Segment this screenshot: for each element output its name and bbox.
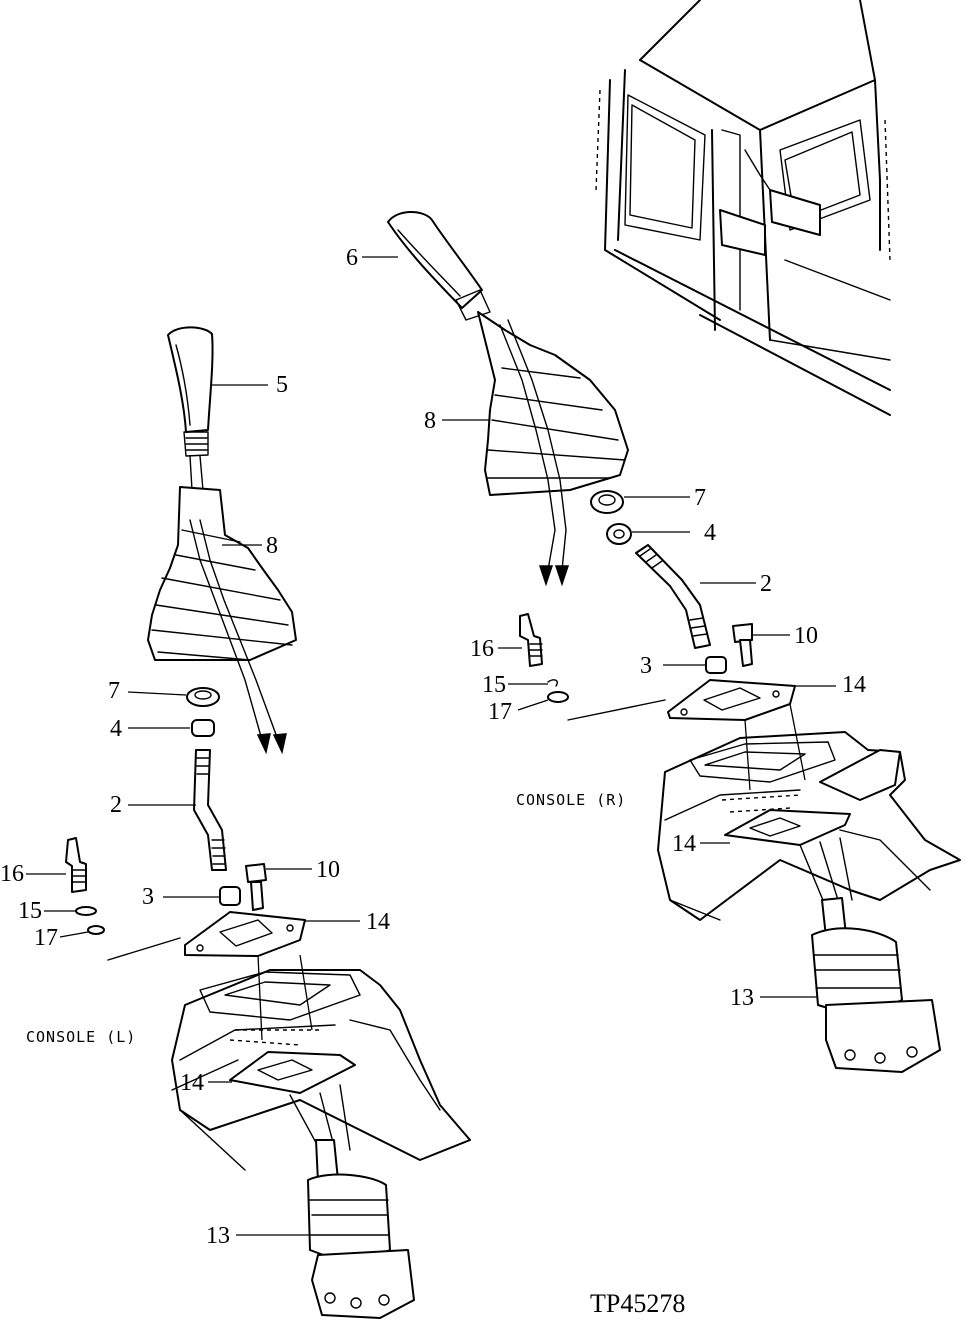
callout-right-15: 15 bbox=[482, 672, 506, 698]
right-lever-boot bbox=[477, 311, 629, 587]
callout-right-3: 3 bbox=[640, 653, 652, 679]
left-console bbox=[171, 954, 471, 1171]
operator-cab-illustration bbox=[595, 0, 891, 416]
callout-right-4: 4 bbox=[704, 520, 716, 546]
callout-left-4: 4 bbox=[110, 716, 122, 742]
callout-left-7: 7 bbox=[108, 678, 120, 704]
callout-right-14-upper: 14 bbox=[842, 672, 866, 698]
callout-left-5: 5 bbox=[276, 372, 288, 398]
callout-right-16: 16 bbox=[470, 636, 494, 662]
callout-leader-lines bbox=[26, 256, 836, 1236]
callout-left-3: 3 bbox=[142, 884, 154, 910]
console-right-label: CONSOLE (R) bbox=[516, 791, 626, 809]
left-pilot-valve bbox=[289, 1084, 415, 1319]
callout-right-7: 7 bbox=[694, 485, 706, 511]
callout-left-15: 15 bbox=[18, 898, 42, 924]
left-lever-rod bbox=[193, 749, 227, 871]
figure-id: TP45278 bbox=[590, 1289, 685, 1318]
callout-right-6: 6 bbox=[346, 245, 358, 271]
right-clamp-and-nut bbox=[590, 490, 632, 545]
callout-left-17: 17 bbox=[34, 925, 58, 951]
callout-right-13: 13 bbox=[730, 985, 754, 1011]
callout-left-13: 13 bbox=[206, 1223, 230, 1249]
console-labels: CONSOLE (L) CONSOLE (R) bbox=[26, 791, 626, 1046]
left-lever-boot bbox=[147, 486, 297, 755]
callout-left-16: 16 bbox=[0, 861, 24, 887]
left-lever-handle bbox=[167, 326, 214, 491]
left-clamp-and-nut bbox=[186, 687, 220, 737]
left-control-lever-assembly bbox=[65, 326, 471, 1319]
callout-left-8: 8 bbox=[266, 533, 278, 559]
callout-right-14-lower: 14 bbox=[672, 831, 696, 857]
left-mounting-plate-upper bbox=[107, 911, 306, 961]
right-console bbox=[657, 703, 961, 921]
right-pilot-valve bbox=[799, 837, 941, 1073]
right-control-lever-assembly bbox=[387, 211, 961, 1073]
callout-right-2: 2 bbox=[760, 571, 772, 597]
callout-right-10: 10 bbox=[794, 623, 818, 649]
right-lever-handle bbox=[387, 211, 491, 321]
callout-left-10: 10 bbox=[316, 857, 340, 883]
callout-left-14-upper: 14 bbox=[366, 909, 390, 935]
callout-numbers: 5 8 7 4 2 16 15 17 3 10 14 14 13 6 8 7 4… bbox=[0, 245, 866, 1249]
right-lever-rod bbox=[635, 544, 711, 649]
console-left-label: CONSOLE (L) bbox=[26, 1028, 136, 1046]
callout-right-17: 17 bbox=[488, 699, 512, 725]
right-mounting-plate-upper bbox=[567, 679, 796, 721]
callout-left-14-lower: 14 bbox=[180, 1070, 204, 1096]
right-fasteners bbox=[519, 613, 753, 703]
callout-right-8: 8 bbox=[424, 408, 436, 434]
callout-left-2: 2 bbox=[110, 792, 122, 818]
